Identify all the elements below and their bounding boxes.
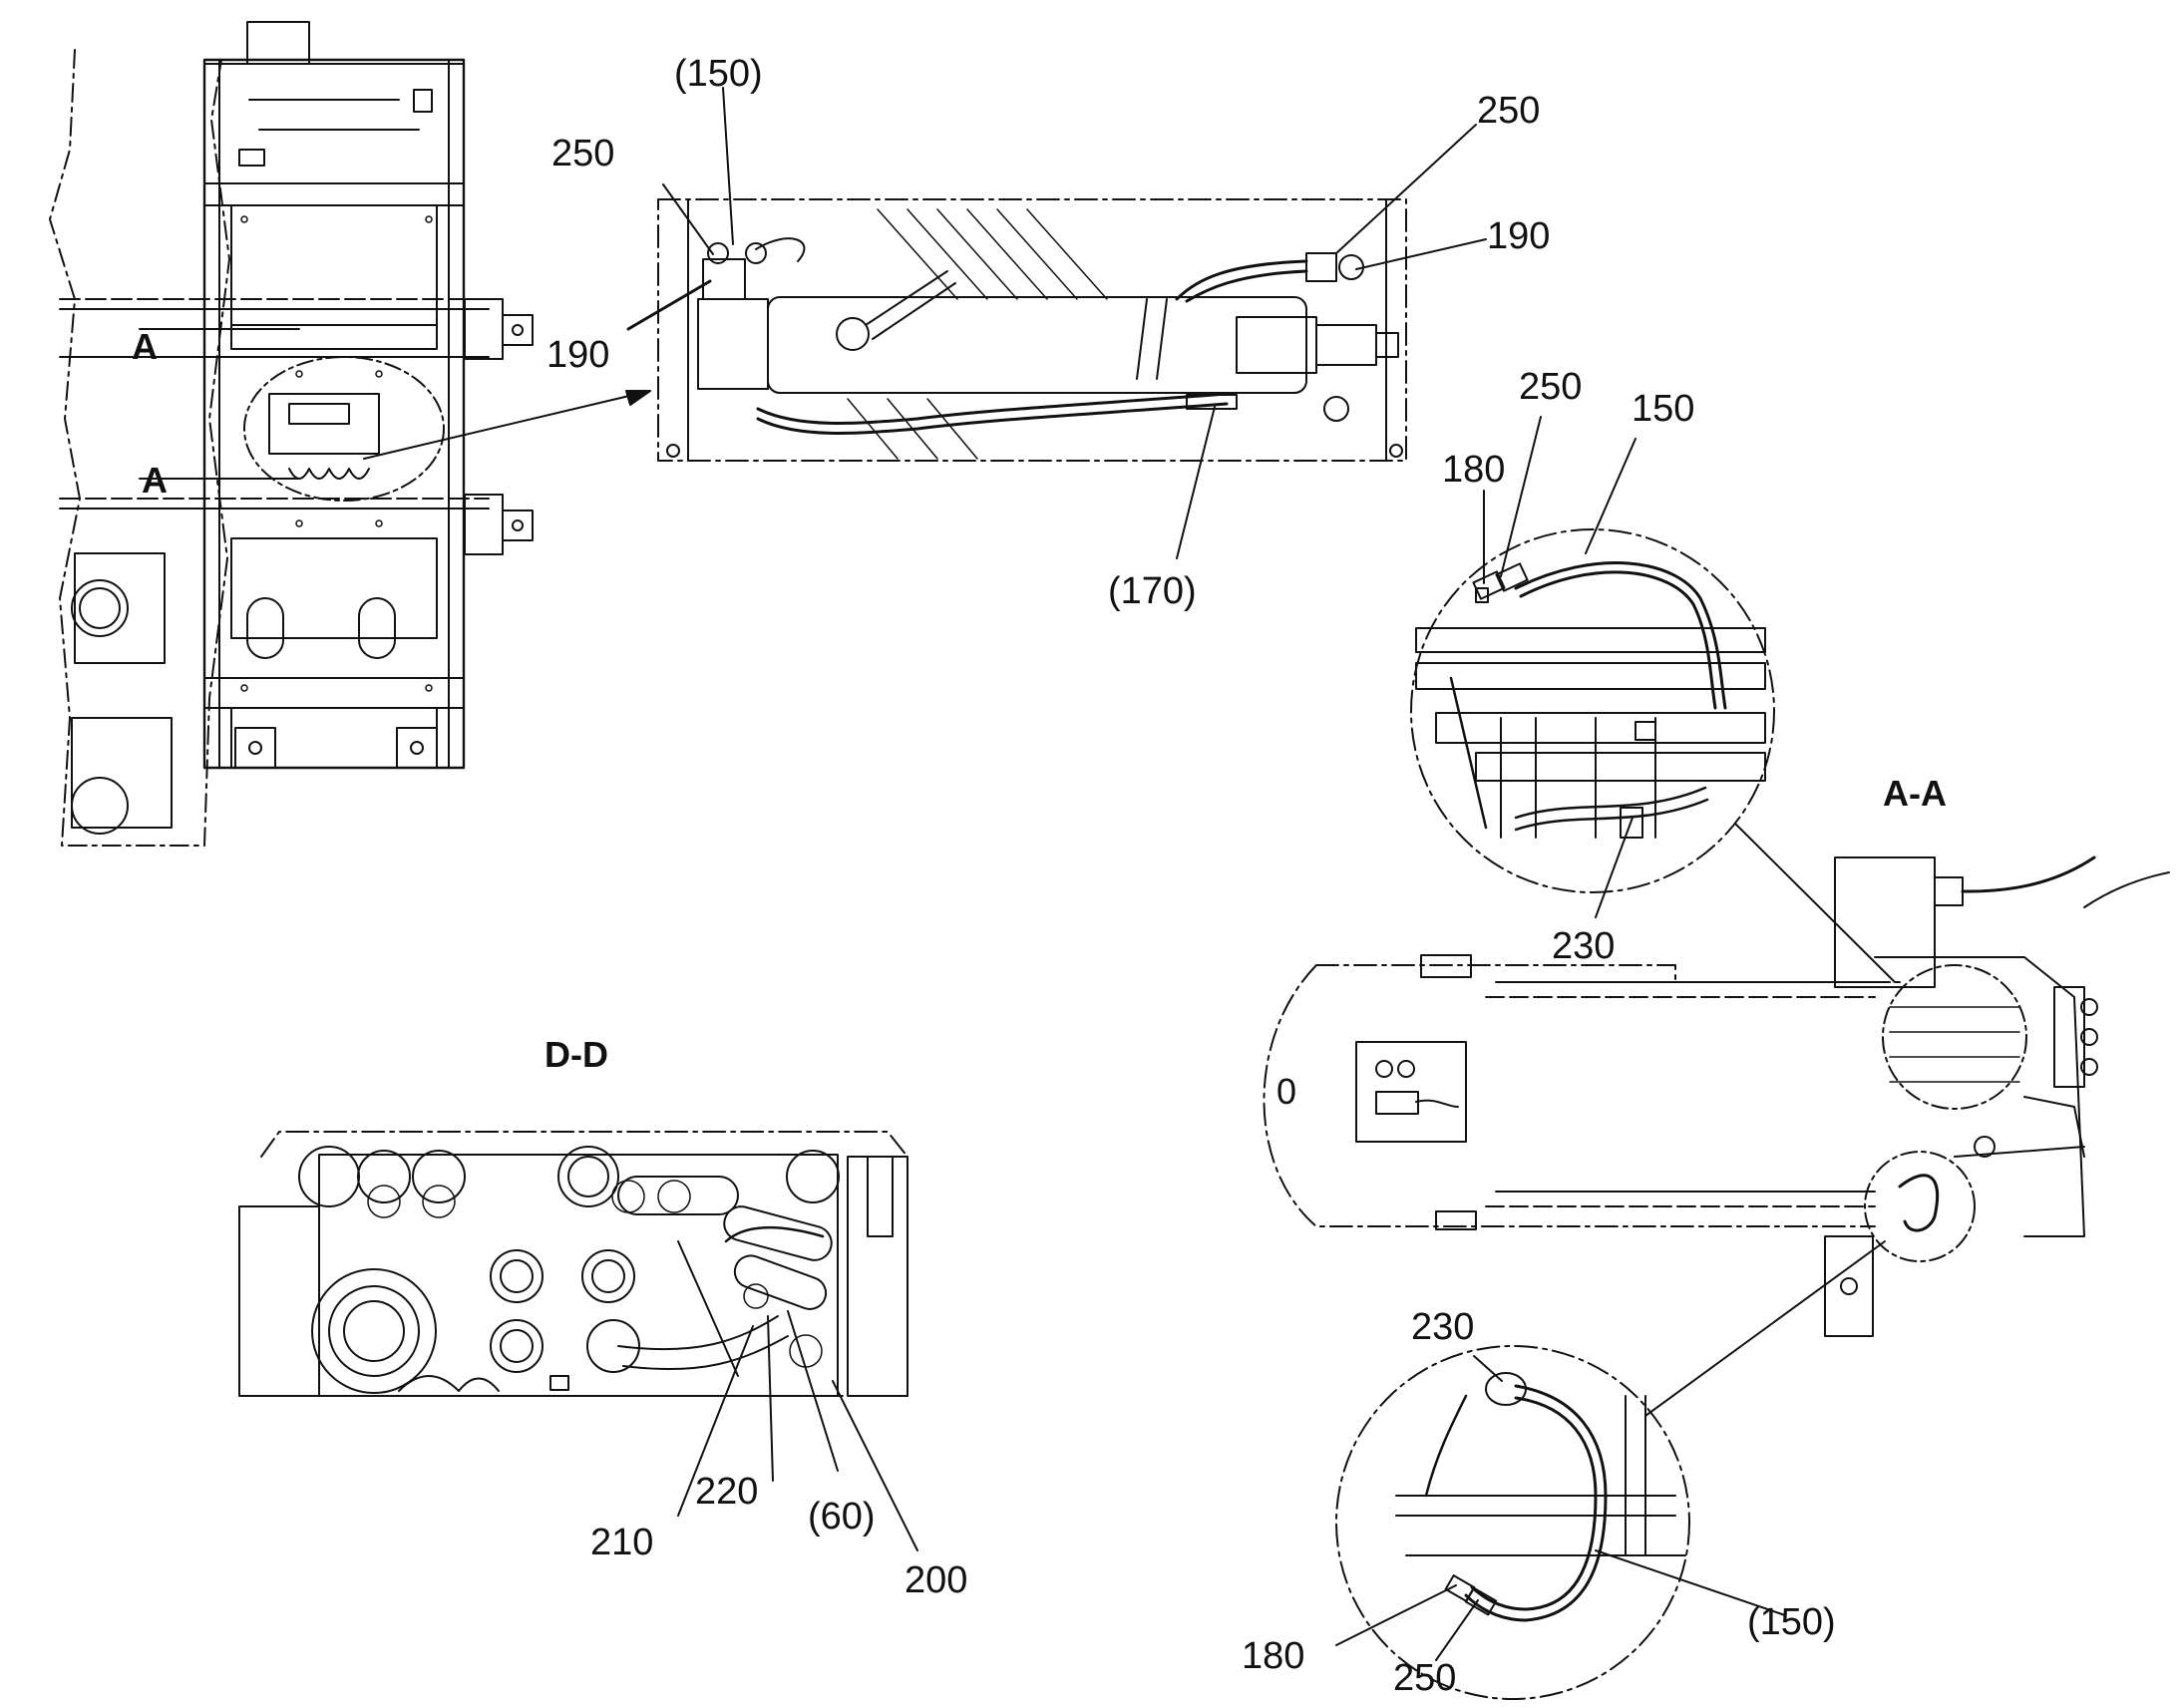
aa-body-marking: 0: [1276, 1071, 1297, 1112]
callout-250-aa-upper: 250: [1519, 366, 1583, 408]
callout-230-aa-lower: 230: [1411, 1306, 1475, 1348]
section-title-aa: A-A: [1883, 773, 1947, 814]
callout-210: 210: [590, 1522, 654, 1563]
callout-250-top-right: 250: [1477, 90, 1541, 132]
callout-60-paren: (60): [808, 1496, 876, 1537]
callout-250-top-left: 250: [551, 133, 615, 174]
callout-180-aa-lower: 180: [1242, 1635, 1305, 1677]
section-aa-view: [1263, 823, 2170, 1417]
callout-180-aa-upper: 180: [1442, 449, 1506, 491]
callout-220: 220: [695, 1471, 759, 1513]
callout-150-paren-aa-lower: (150): [1747, 1601, 1836, 1643]
aa-lower-magnifier: [1335, 1345, 1786, 1700]
section-title-dd: D-D: [545, 1034, 608, 1075]
callout-200: 200: [905, 1559, 968, 1601]
callout-230-aa-upper: 230: [1552, 925, 1616, 967]
machine-overview: [49, 21, 651, 847]
top-detail-view: [626, 87, 1487, 559]
callout-190-top-left: 190: [546, 334, 610, 376]
callout-190-top-right: 190: [1487, 215, 1551, 257]
callout-250-aa-lower: 250: [1393, 1657, 1457, 1699]
aa-upper-magnifier: [1410, 416, 1775, 918]
section-cut-a-bottom: A: [142, 460, 168, 501]
section-dd-view: [238, 1131, 918, 1551]
section-cut-a-top: A: [132, 326, 158, 367]
callout-150-paren-top: (150): [674, 53, 763, 95]
callout-170-paren: (170): [1108, 570, 1197, 612]
callout-150-aa-upper: 150: [1632, 388, 1695, 430]
